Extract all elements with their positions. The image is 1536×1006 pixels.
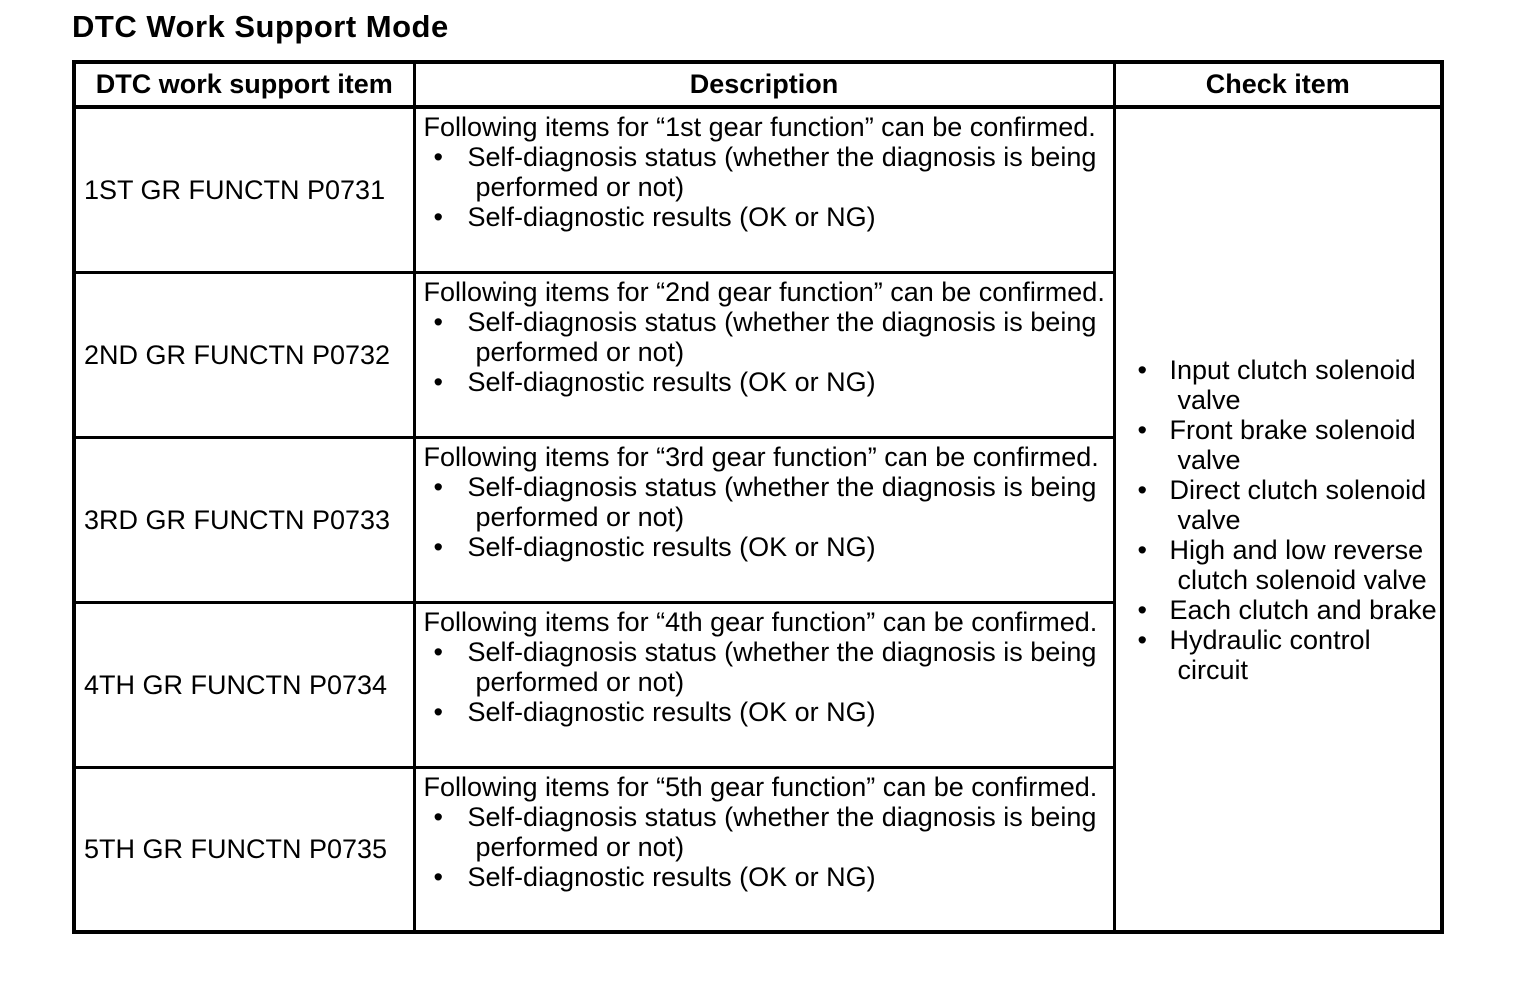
bullet-item: Self-diagnosis status (whether the diagn…	[434, 142, 1107, 202]
check-item-cell: Input clutch solenoid valve Front brake …	[1112, 105, 1444, 934]
check-item: Each clutch and brake	[1138, 595, 1439, 625]
check-item: Input clutch solenoid valve	[1138, 355, 1439, 415]
table-row-5th-gear: 5TH GR FUNCTN P0735 Following items for …	[72, 765, 1442, 934]
column-header-dtc-item: DTC work support item	[72, 60, 416, 109]
dtc-item-cell: 4TH GR FUNCTN P0734	[72, 600, 416, 769]
check-item: High and low reverse clutch solenoid val…	[1138, 535, 1439, 595]
description-cell: Following items for “2nd gear function” …	[412, 270, 1116, 439]
column-header-check-item: Check item	[1112, 60, 1444, 109]
bullet-item: Self-diagnostic results (OK or NG)	[434, 367, 1107, 397]
bullet-item: Self-diagnosis status (whether the diagn…	[434, 802, 1107, 862]
table-row-4th-gear: 4TH GR FUNCTN P0734 Following items for …	[72, 600, 1442, 769]
description-cell: Following items for “3rd gear function” …	[412, 435, 1116, 604]
bullet-item: Self-diagnostic results (OK or NG)	[434, 202, 1107, 232]
description-intro: Following items for “3rd gear function” …	[423, 441, 1099, 472]
table-row-1st-gear: 1ST GR FUNCTN P0731 Following items for …	[72, 105, 1444, 934]
description-intro: Following items for “2nd gear function” …	[423, 276, 1105, 307]
page-title: DTC Work Support Mode	[72, 9, 449, 44]
bullet-item: Self-diagnostic results (OK or NG)	[434, 862, 1107, 892]
description-intro: Following items for “5th gear function” …	[423, 771, 1098, 802]
bullet-item: Self-diagnostic results (OK or NG)	[434, 532, 1107, 562]
column-header-description: Description	[412, 60, 1116, 109]
description-cell: Following items for “5th gear function” …	[412, 765, 1116, 934]
table-row-2nd-gear: 2ND GR FUNCTN P0732 Following items for …	[72, 270, 1442, 439]
dtc-item-cell: 5TH GR FUNCTN P0735	[72, 765, 416, 934]
check-item: Hydraulic control circuit	[1138, 625, 1439, 685]
document-page: DTC Work Support Mode DTC work support i…	[0, 0, 1536, 934]
dtc-item-cell: 2ND GR FUNCTN P0732	[72, 270, 416, 439]
description-bullet-list: Self-diagnosis status (whether the diagn…	[424, 307, 1107, 397]
table-row-3rd-gear: 3RD GR FUNCTN P0733 Following items for …	[72, 435, 1442, 604]
description-cell: Following items for “4th gear function” …	[412, 600, 1116, 769]
description-intro: Following items for “1st gear function” …	[423, 112, 1096, 142]
bullet-item: Self-diagnosis status (whether the diagn…	[434, 472, 1107, 532]
description-bullet-list: Self-diagnosis status (whether the diagn…	[424, 142, 1107, 232]
bullet-item: Self-diagnosis status (whether the diagn…	[434, 307, 1107, 367]
dtc-work-support-table: DTC work support item Description Check …	[72, 60, 1444, 934]
description-bullet-list: Self-diagnosis status (whether the diagn…	[424, 472, 1107, 562]
description-cell: Following items for “1st gear function” …	[412, 105, 1116, 274]
bullet-item: Self-diagnostic results (OK or NG)	[434, 697, 1107, 727]
description-bullet-list: Self-diagnosis status (whether the diagn…	[424, 637, 1107, 727]
dtc-item-cell: 1ST GR FUNCTN P0731	[72, 105, 416, 274]
description-bullet-list: Self-diagnosis status (whether the diagn…	[424, 802, 1107, 892]
header-row: DTC work support item Description Check …	[72, 60, 1444, 109]
bullet-item: Self-diagnosis status (whether the diagn…	[434, 637, 1107, 697]
description-intro: Following items for “4th gear function” …	[423, 606, 1098, 637]
check-item: Direct clutch solenoid valve	[1138, 475, 1439, 535]
check-item-list: Input clutch solenoid valve Front brake …	[1130, 355, 1439, 685]
check-item: Front brake solenoid valve	[1138, 415, 1439, 475]
dtc-item-cell: 3RD GR FUNCTN P0733	[72, 435, 416, 604]
